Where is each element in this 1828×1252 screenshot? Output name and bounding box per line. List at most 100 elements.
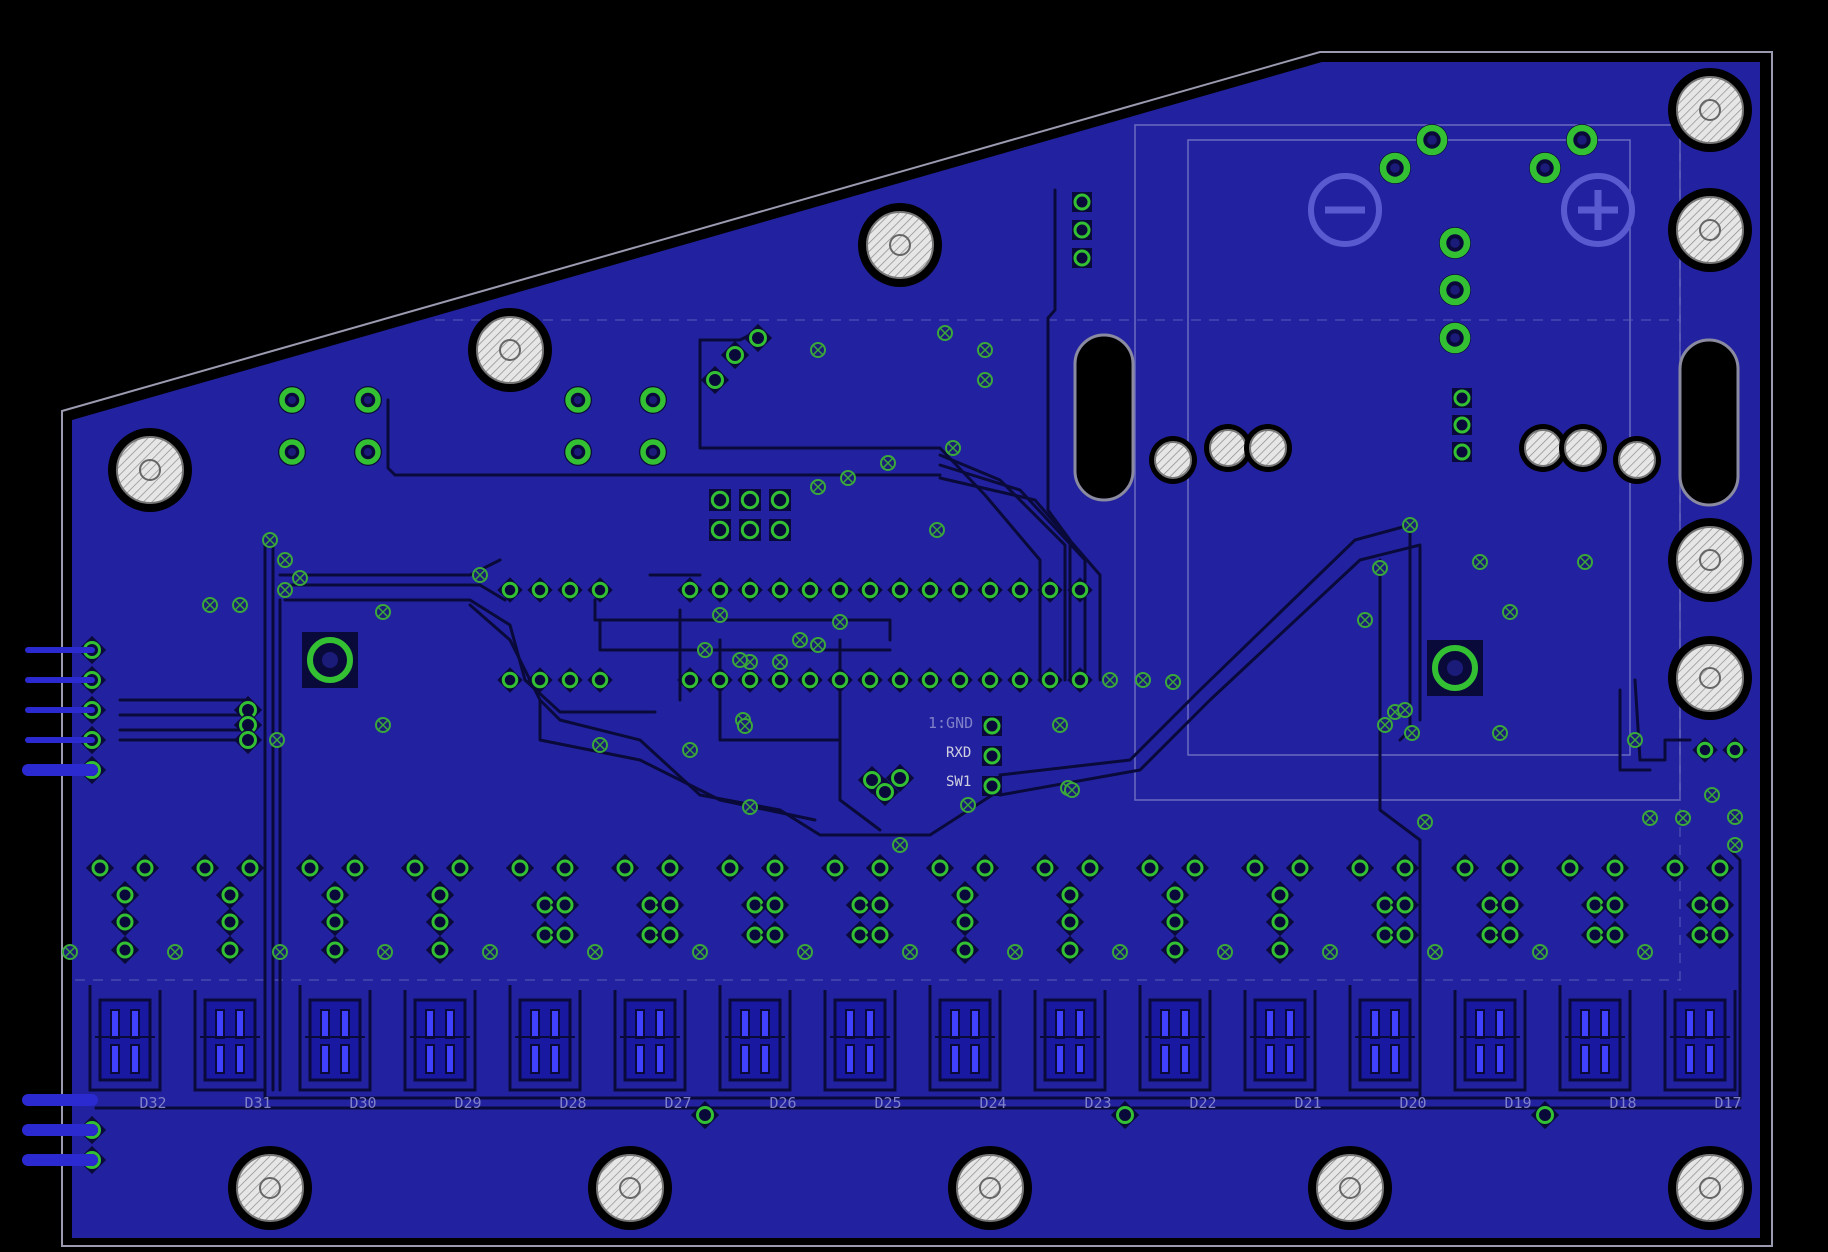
led-pin: [715, 853, 745, 883]
via: [1637, 944, 1653, 960]
led-footprint: [692, 853, 792, 1092]
led-designator: D28: [559, 1094, 586, 1112]
via: [1727, 837, 1743, 853]
mcu-pin: [977, 577, 1003, 603]
led-pin: [425, 907, 455, 937]
led-footprint: [902, 853, 1002, 1092]
pad: [743, 323, 773, 353]
pad: [720, 340, 750, 370]
trace-layer: [94, 188, 1742, 1110]
led-footprint: [482, 853, 582, 1092]
header-pin: [1452, 442, 1472, 462]
led-designator: D20: [1399, 1094, 1426, 1112]
via: [892, 837, 908, 853]
battery-pad: [1379, 152, 1411, 184]
via-layer: [202, 325, 1743, 853]
via: [742, 799, 758, 815]
led-pin: [530, 920, 580, 950]
battery-pad: [1566, 124, 1598, 156]
via: [960, 797, 976, 813]
header-pin: [769, 519, 791, 541]
button-pad: [639, 386, 667, 414]
led-pin: [1135, 853, 1165, 883]
led-pin: [320, 935, 350, 965]
led-pin: [950, 880, 980, 910]
mcu-pin: [527, 577, 553, 603]
mounting-hole: [468, 308, 552, 392]
mcu-pin: [557, 667, 583, 693]
via: [482, 944, 498, 960]
via: [1492, 725, 1508, 741]
led-footprint: [167, 853, 267, 1092]
mcu-pin: [677, 577, 703, 603]
mcu-pin: [527, 667, 553, 693]
led-designator: D26: [769, 1094, 796, 1112]
led-pin: [1265, 935, 1295, 965]
led-pin: [190, 853, 220, 883]
via: [167, 944, 183, 960]
via: [929, 522, 945, 538]
mcu-pin: [857, 577, 883, 603]
via: [1064, 782, 1080, 798]
via: [1322, 944, 1338, 960]
mounting-hole: [1668, 68, 1752, 152]
via: [977, 372, 993, 388]
mcu-pin: [827, 667, 853, 693]
via: [375, 604, 391, 620]
led-designator: D29: [454, 1094, 481, 1112]
led-pin: [215, 907, 245, 937]
button-pad: [564, 438, 592, 466]
via: [1675, 810, 1691, 826]
header-label-sw1: SW1: [946, 774, 971, 790]
led-pin: [820, 853, 850, 883]
mounting-hole: [588, 1146, 672, 1230]
via: [1404, 725, 1420, 741]
led-pin: [340, 853, 370, 883]
led-pin: [1285, 853, 1315, 883]
mcu-pin: [917, 577, 943, 603]
mcu-pin: [797, 667, 823, 693]
via: [1007, 944, 1023, 960]
led-pin: [320, 907, 350, 937]
led-pin: [425, 880, 455, 910]
led-pin: [610, 853, 640, 883]
button-pad: [278, 386, 306, 414]
led-footprint: [1532, 853, 1632, 1092]
header-pin: [1072, 248, 1092, 268]
via: [810, 342, 826, 358]
button-pad: [354, 438, 382, 466]
pad: [233, 725, 263, 755]
mcu-pin: [977, 667, 1003, 693]
via: [1102, 672, 1118, 688]
via: [902, 944, 918, 960]
contact-hole: [1559, 424, 1607, 472]
mcu-pin: [887, 667, 913, 693]
header-pin: [1452, 415, 1472, 435]
led-designator: D23: [1084, 1094, 1111, 1112]
led-footprint-row: [62, 853, 1737, 1092]
led-footprint: [587, 853, 687, 1092]
via: [1727, 809, 1743, 825]
mcu-pin: [737, 667, 763, 693]
mcu-pin: [707, 577, 733, 603]
mcu-pin: [767, 577, 793, 603]
via: [277, 552, 293, 568]
led-pin: [1160, 907, 1190, 937]
via: [1217, 944, 1233, 960]
via: [269, 732, 285, 748]
led-footprint: [1637, 853, 1737, 1092]
led-pin: [1705, 853, 1735, 883]
led-designator: D21: [1294, 1094, 1321, 1112]
via: [292, 570, 308, 586]
pad: [690, 1100, 720, 1130]
via: [1532, 944, 1548, 960]
led-pin: [445, 853, 475, 883]
led-pin: [1390, 853, 1420, 883]
led-pin: [635, 890, 685, 920]
contact-hole: [1519, 424, 1567, 472]
via: [772, 654, 788, 670]
via: [692, 944, 708, 960]
led-pin: [655, 853, 685, 883]
